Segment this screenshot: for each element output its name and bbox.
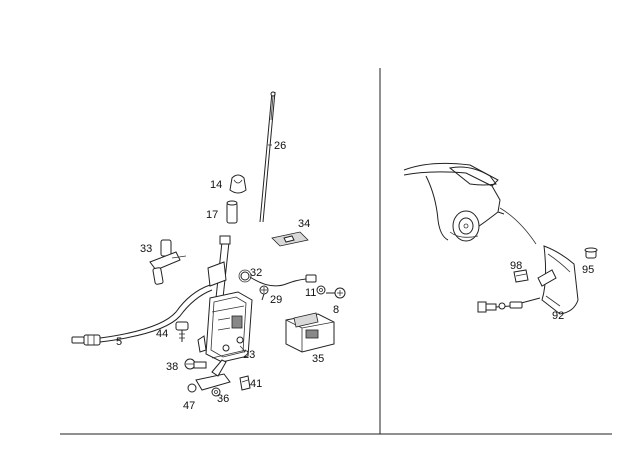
label-34: 34 — [298, 218, 310, 230]
label-36: 36 — [217, 393, 229, 405]
mounting-bracket — [187, 359, 231, 397]
label-92: 92 — [552, 310, 564, 322]
label-47: 47 — [183, 400, 195, 412]
label-95: 95 — [582, 264, 594, 276]
nut-11 — [316, 285, 326, 295]
label-33: 33 — [140, 243, 152, 255]
label-41: 41 — [250, 378, 262, 390]
label-35: 35 — [312, 353, 324, 365]
extension-cable — [477, 297, 541, 313]
rear-panel — [537, 245, 579, 315]
label-8: 8 — [333, 304, 339, 316]
label-5: 5 — [116, 336, 122, 348]
label-38: 38 — [166, 361, 178, 373]
drain-hose — [71, 284, 213, 346]
grommet — [229, 174, 247, 194]
motor-housing — [197, 291, 253, 363]
screw-29 — [259, 285, 269, 301]
bolt-44 — [175, 321, 189, 342]
label-44: 44 — [156, 328, 168, 340]
screw-38 — [184, 358, 207, 370]
antenna-cable — [238, 269, 317, 287]
antenna-mast — [259, 91, 276, 223]
antenna-tube — [207, 235, 231, 299]
clip-98 — [513, 269, 529, 283]
drain-fitting — [149, 239, 187, 285]
relay-module — [285, 312, 335, 353]
label-11: 11 — [305, 287, 316, 299]
label-98: 98 — [510, 260, 522, 272]
sleeve — [226, 200, 238, 224]
car-rear-sketch — [403, 162, 537, 245]
gasket-plate — [271, 231, 309, 247]
grommet-95 — [584, 247, 598, 259]
clip-41 — [239, 375, 251, 391]
label-23: 23 — [243, 349, 255, 361]
label-26: 26 — [274, 140, 286, 152]
screw-8 — [326, 287, 346, 299]
label-32: 32 — [250, 267, 262, 279]
label-17: 17 — [206, 209, 218, 221]
leader-23 — [239, 345, 245, 351]
label-14: 14 — [210, 179, 222, 191]
label-29: 29 — [270, 294, 282, 306]
